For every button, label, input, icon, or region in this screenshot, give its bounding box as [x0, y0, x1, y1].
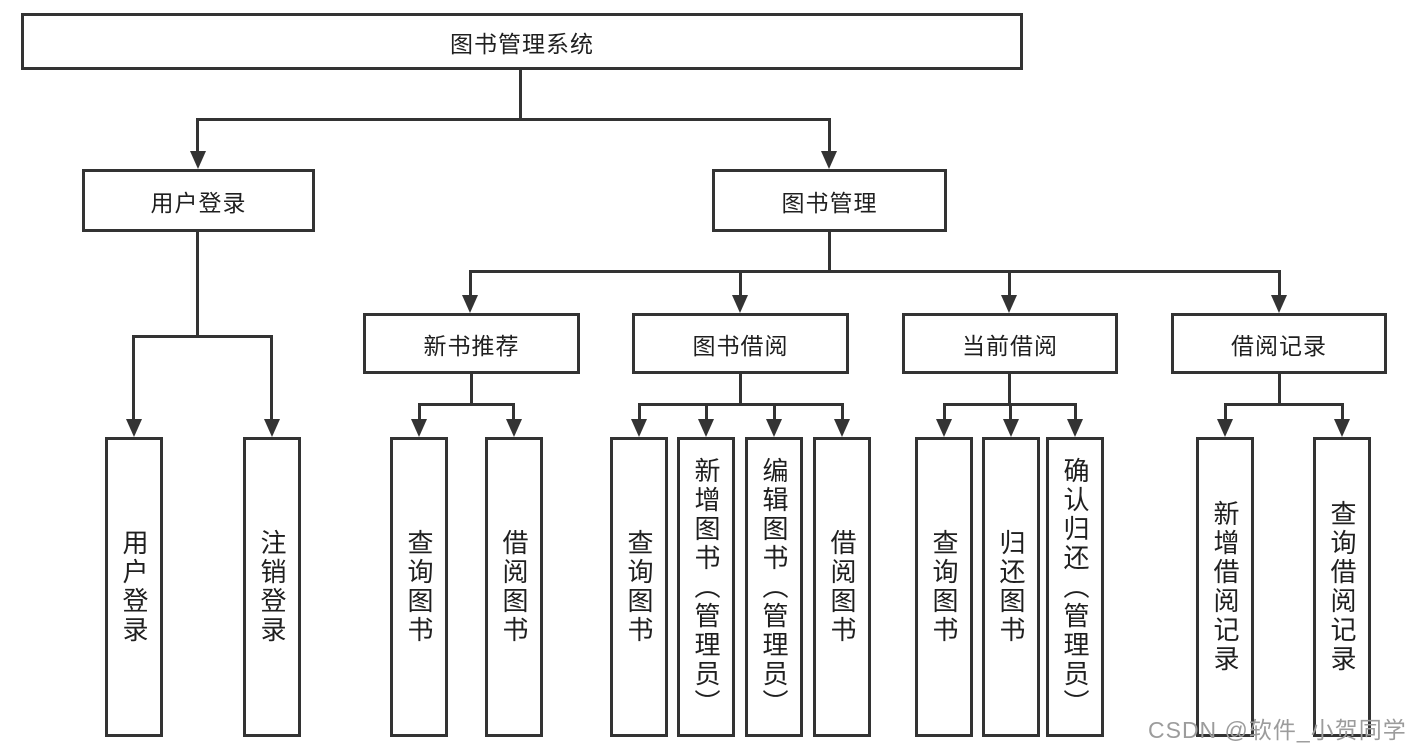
leaf-label: 确认归还（管理员）: [1060, 456, 1090, 718]
connector-drop-cb-confirm: [1074, 403, 1077, 421]
node-current-borrow: 当前借阅: [902, 313, 1118, 374]
connector-drop-new-books: [469, 270, 472, 296]
arrow-down-icon: [821, 151, 837, 169]
leaf-label: 查询图书: [404, 529, 434, 645]
connector-drop-leaf-user-login: [132, 335, 135, 421]
connector-level3-rail: [469, 270, 1281, 273]
node-leaf-nb-query: 查询图书: [390, 437, 448, 737]
node-book-borrow-label: 图书借阅: [692, 332, 789, 359]
connector-borrow-records-stub: [1278, 374, 1281, 405]
connector-drop-bb-add: [705, 403, 708, 421]
node-leaf-bb-edit: 编辑图书（管理员）: [745, 437, 803, 737]
connector-drop-leaf-logout: [270, 335, 273, 421]
node-leaf-cb-confirm: 确认归还（管理员）: [1046, 437, 1104, 737]
connector-drop-borrow-records: [1278, 270, 1281, 296]
csdn-watermark: CSDN @软件_小贺同学: [1148, 717, 1405, 743]
node-leaf-bb-query: 查询图书: [610, 437, 668, 737]
node-leaf-br-query: 查询借阅记录: [1313, 437, 1371, 737]
connector-drop-book-mgmt: [828, 118, 831, 152]
connector-root-stub: [519, 70, 522, 120]
node-leaf-user-login: 用户登录: [105, 437, 163, 737]
arrow-down-icon: [264, 419, 280, 437]
node-book-borrow: 图书借阅: [632, 313, 849, 374]
node-leaf-br-add: 新增借阅记录: [1196, 437, 1254, 737]
arrow-down-icon: [1067, 419, 1083, 437]
arrow-down-icon: [506, 419, 522, 437]
arrow-down-icon: [462, 295, 478, 313]
arrow-down-icon: [1271, 295, 1287, 313]
connector-new-books-stub: [470, 374, 473, 405]
connector-user-login-stub: [196, 232, 199, 337]
connector-book-borrow-stub: [739, 374, 742, 405]
connector-level1-rail: [196, 118, 830, 121]
node-book-mgmt: 图书管理: [712, 169, 947, 232]
leaf-label: 查询图书: [929, 529, 959, 645]
arrow-down-icon: [732, 295, 748, 313]
leaf-label: 编辑图书（管理员）: [759, 456, 789, 718]
node-new-books: 新书推荐: [363, 313, 580, 374]
arrow-down-icon: [834, 419, 850, 437]
connector-current-borrow-stub: [1008, 374, 1011, 405]
node-borrow-records-label: 借阅记录: [1231, 332, 1327, 359]
connector-drop-br-query: [1341, 403, 1344, 421]
connector-new-books-rail: [418, 403, 515, 406]
arrow-down-icon: [1001, 295, 1017, 313]
node-leaf-logout: 注销登录: [243, 437, 301, 737]
connector-drop-user-login: [196, 118, 199, 152]
connector-drop-bb-query: [638, 403, 641, 421]
connector-borrow-records-rail: [1224, 403, 1343, 406]
connector-drop-nb-query: [418, 403, 421, 421]
connector-book-borrow-rail: [638, 403, 844, 406]
connector-drop-bb-borrow: [841, 403, 844, 421]
leaf-label: 借阅图书: [827, 529, 857, 645]
arrow-down-icon: [411, 419, 427, 437]
arrow-down-icon: [631, 419, 647, 437]
leaf-label: 查询图书: [624, 529, 654, 645]
node-current-borrow-label: 当前借阅: [962, 332, 1058, 359]
arrow-down-icon: [1217, 419, 1233, 437]
connector-drop-book-borrow: [739, 270, 742, 296]
leaf-label: 查询借阅记录: [1327, 500, 1357, 674]
connector-drop-nb-borrow: [512, 403, 515, 421]
connector-drop-cb-query: [943, 403, 946, 421]
arrow-down-icon: [698, 419, 714, 437]
node-borrow-records: 借阅记录: [1171, 313, 1387, 374]
connector-drop-br-add: [1224, 403, 1227, 421]
node-leaf-bb-add: 新增图书（管理员）: [677, 437, 735, 737]
arrow-down-icon: [1334, 419, 1350, 437]
connector-drop-current-borrow: [1008, 270, 1011, 296]
node-user-login-label: 用户登录: [150, 189, 247, 216]
leaf-label: 归还图书: [996, 529, 1026, 645]
node-leaf-cb-return: 归还图书: [982, 437, 1040, 737]
node-book-mgmt-label: 图书管理: [781, 189, 878, 216]
arrow-down-icon: [126, 419, 142, 437]
node-root: 图书管理系统: [21, 13, 1023, 70]
leaf-label: 注销登录: [257, 529, 287, 645]
leaf-label: 借阅图书: [499, 529, 529, 645]
arrow-down-icon: [1003, 419, 1019, 437]
node-user-login: 用户登录: [82, 169, 315, 232]
connector-book-mgmt-stub: [828, 232, 831, 272]
node-root-label: 图书管理系统: [450, 30, 594, 57]
leaf-label: 新增借阅记录: [1210, 500, 1240, 674]
connector-drop-bb-edit: [773, 403, 776, 421]
node-leaf-cb-query: 查询图书: [915, 437, 973, 737]
arrow-down-icon: [936, 419, 952, 437]
node-leaf-bb-borrow: 借阅图书: [813, 437, 871, 737]
node-new-books-label: 新书推荐: [423, 332, 520, 359]
leaf-label: 新增图书（管理员）: [691, 456, 721, 718]
arrow-down-icon: [190, 151, 206, 169]
node-leaf-nb-borrow: 借阅图书: [485, 437, 543, 737]
leaf-label: 用户登录: [119, 529, 149, 645]
connector-drop-cb-return: [1009, 403, 1012, 421]
connector-user-login-rail: [132, 335, 273, 338]
arrow-down-icon: [766, 419, 782, 437]
